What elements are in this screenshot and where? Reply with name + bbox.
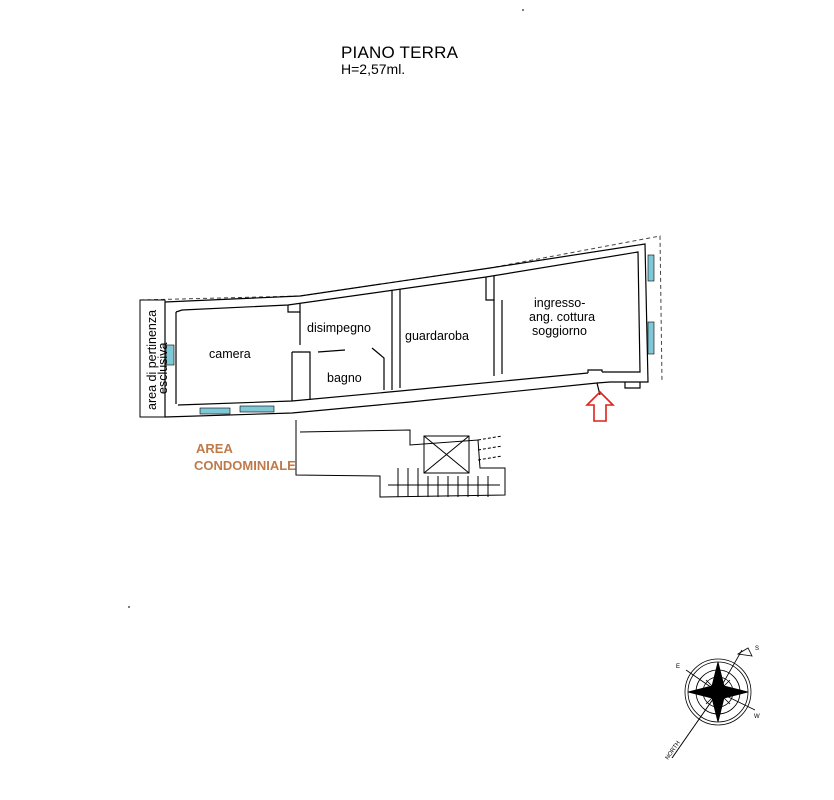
ceiling-height: H=2,57ml. xyxy=(341,61,406,77)
room-label-bagno: bagno xyxy=(327,371,362,385)
room-label-guardaroba: guardaroba xyxy=(405,329,469,343)
room-label-ingresso-2: ang. cottura xyxy=(529,310,595,324)
stairwell-void-icon xyxy=(423,435,470,474)
room-label-disimpegno: disimpegno xyxy=(307,321,371,335)
compass-north: NORTH xyxy=(665,740,682,761)
common-stairwell xyxy=(295,420,506,498)
apartment-walls xyxy=(164,243,649,418)
room-label-ingresso-3: soggiorno xyxy=(532,324,587,338)
compass-rose-icon xyxy=(671,647,756,759)
pertinenza-label-2: esclusiva xyxy=(156,343,170,394)
windows xyxy=(165,254,655,415)
entrance-arrow-icon xyxy=(585,390,615,422)
area-condominiale-label-2: CONDOMINIALE xyxy=(194,458,296,473)
compass-south: S xyxy=(755,646,759,652)
area-condominiale-label-1: AREA xyxy=(196,441,233,456)
pertinenza-label-1: area di pertinenza xyxy=(145,310,159,410)
room-label-camera: camera xyxy=(209,347,251,361)
room-label-ingresso-1: ingresso- xyxy=(534,296,585,310)
plan-title: PIANO TERRA xyxy=(341,43,459,62)
compass-west: W xyxy=(754,714,760,720)
compass-east: E xyxy=(676,664,680,670)
